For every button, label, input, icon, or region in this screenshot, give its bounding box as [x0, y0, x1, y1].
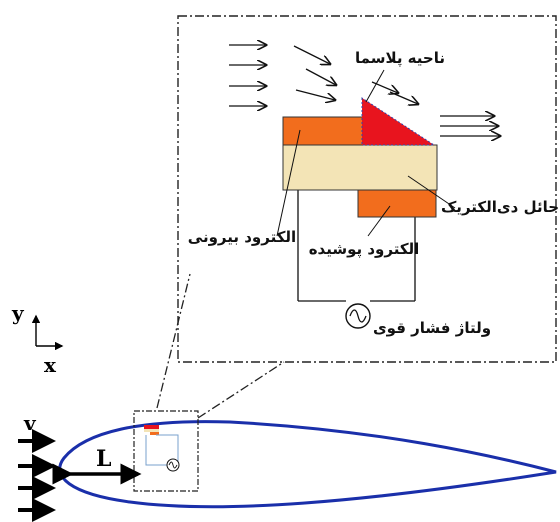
exposed-electrode — [282, 116, 364, 146]
incoming-flow-arrows — [229, 45, 266, 106]
airfoil — [58, 420, 557, 509]
velocity-label: v — [23, 411, 37, 435]
length-label: L — [96, 446, 111, 472]
dielectric-barrier-label: حائل دی‌الکتریک — [441, 198, 559, 216]
plasma-region-label: ناحیه پلاسما — [355, 49, 445, 68]
covered-electrode — [357, 189, 437, 218]
accelerated-flow-arrows — [440, 116, 500, 136]
axis-y-label: y — [11, 301, 25, 325]
zoom-frame — [177, 15, 557, 363]
axis-indicator — [31, 314, 64, 351]
mini-actuator — [144, 425, 180, 472]
high-voltage-label: ولتاژ فشار قوی — [373, 319, 491, 337]
circuit-wire — [297, 190, 416, 302]
plasma-region — [361, 97, 436, 146]
ac-source-icon — [345, 303, 371, 329]
zoom-connector — [156, 273, 285, 419]
dielectric-barrier — [282, 144, 438, 191]
freestream-arrows — [18, 429, 56, 522]
leader-lines — [276, 69, 456, 237]
covered-electrode-label: الکترود پوشیده — [309, 240, 420, 259]
exposed-electrode-label: الکترود بیرونی — [188, 228, 296, 246]
actuator-location-box — [133, 410, 199, 492]
axis-x-label: x — [44, 353, 57, 377]
